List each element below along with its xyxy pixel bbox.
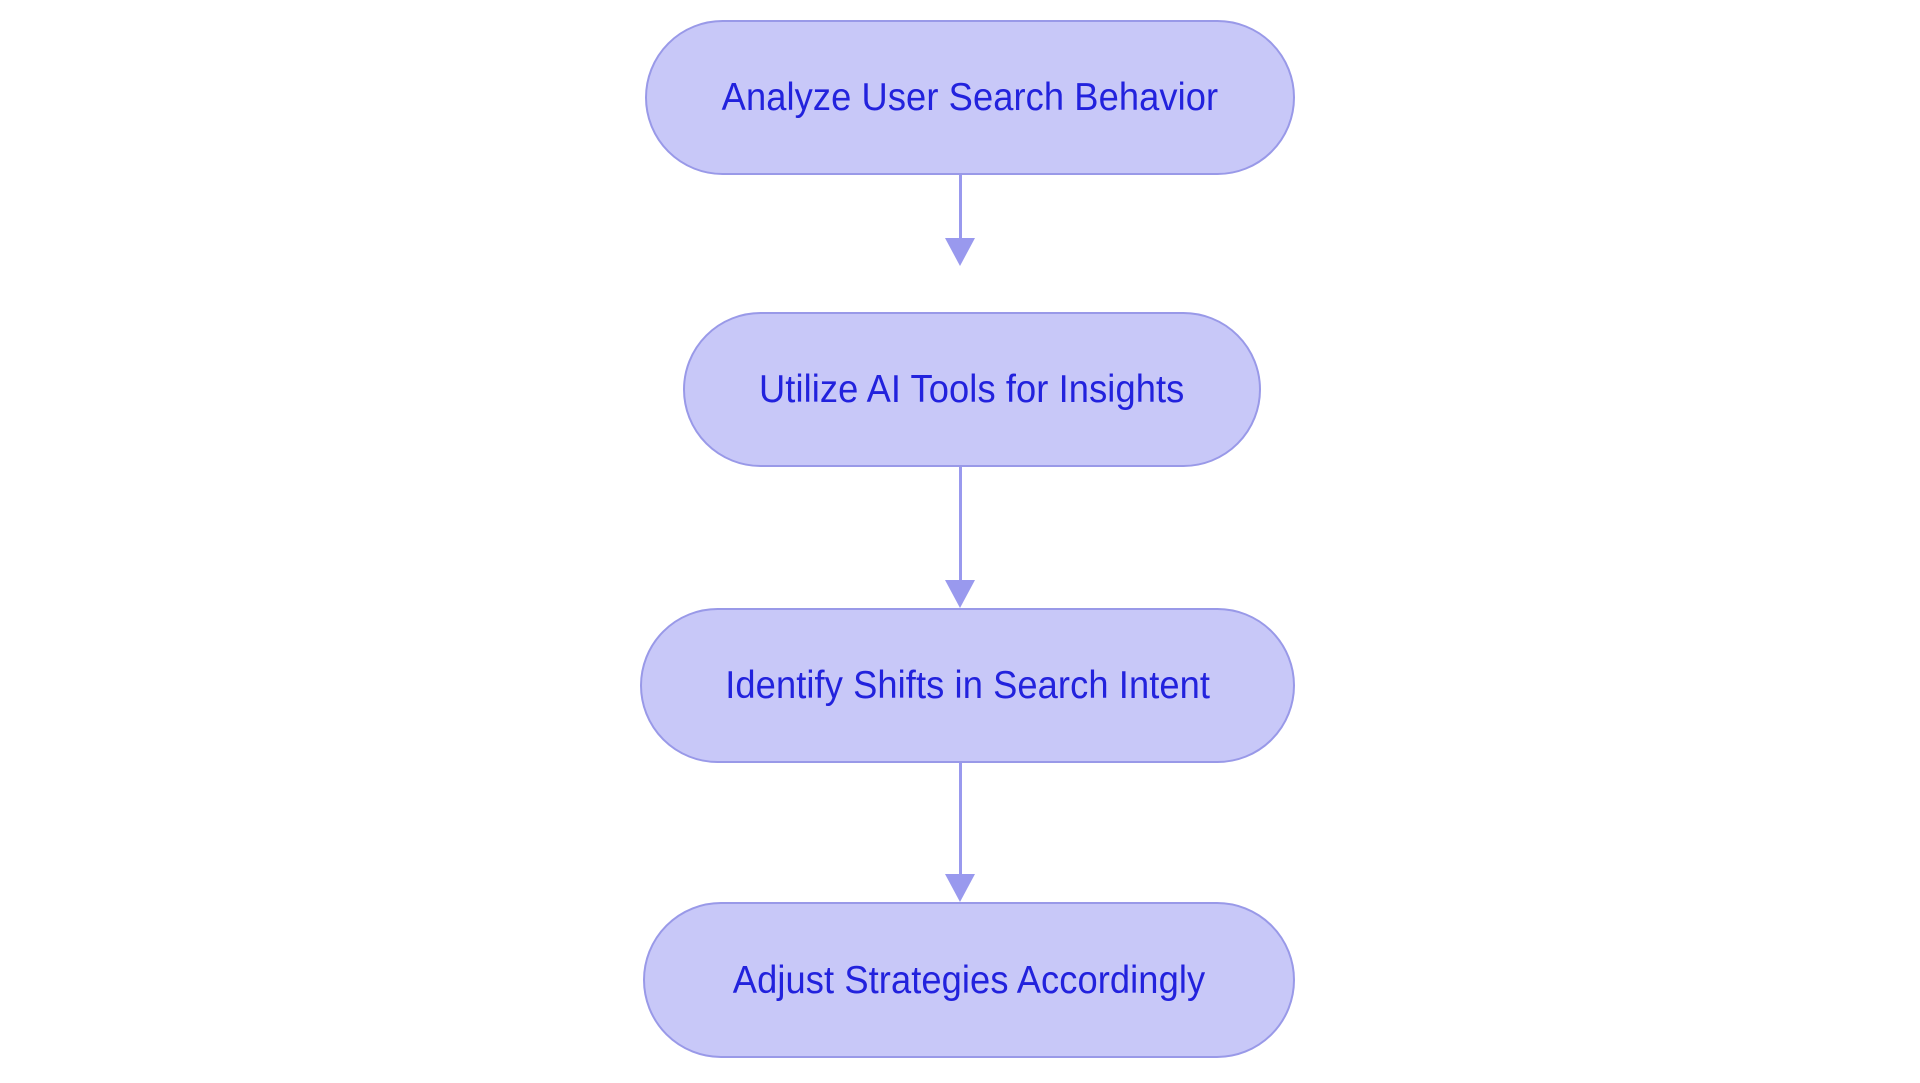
node-label: Analyze User Search Behavior bbox=[721, 76, 1219, 119]
edge-line bbox=[958, 763, 962, 874]
arrowhead-down-icon bbox=[945, 238, 975, 266]
flowchart-node-utilize-ai-tools-for-insights[interactable]: Utilize AI Tools for Insights bbox=[683, 312, 1261, 467]
flowchart-node-identify-shifts-in-search-intent[interactable]: Identify Shifts in Search Intent bbox=[640, 608, 1295, 763]
node-label: Adjust Strategies Accordingly bbox=[732, 958, 1206, 1002]
edge-line bbox=[958, 175, 962, 238]
flowchart-node-adjust-strategies-accordingly[interactable]: Adjust Strategies Accordingly bbox=[643, 902, 1295, 1058]
flowchart-node-analyze-user-search-behavior[interactable]: Analyze User Search Behavior bbox=[645, 20, 1295, 175]
edge-line bbox=[958, 467, 962, 580]
node-label: Identify Shifts in Search Intent bbox=[725, 664, 1210, 707]
node-label: Utilize AI Tools for Insights bbox=[759, 368, 1185, 411]
arrowhead-down-icon bbox=[945, 580, 975, 608]
arrowhead-down-icon bbox=[945, 874, 975, 902]
